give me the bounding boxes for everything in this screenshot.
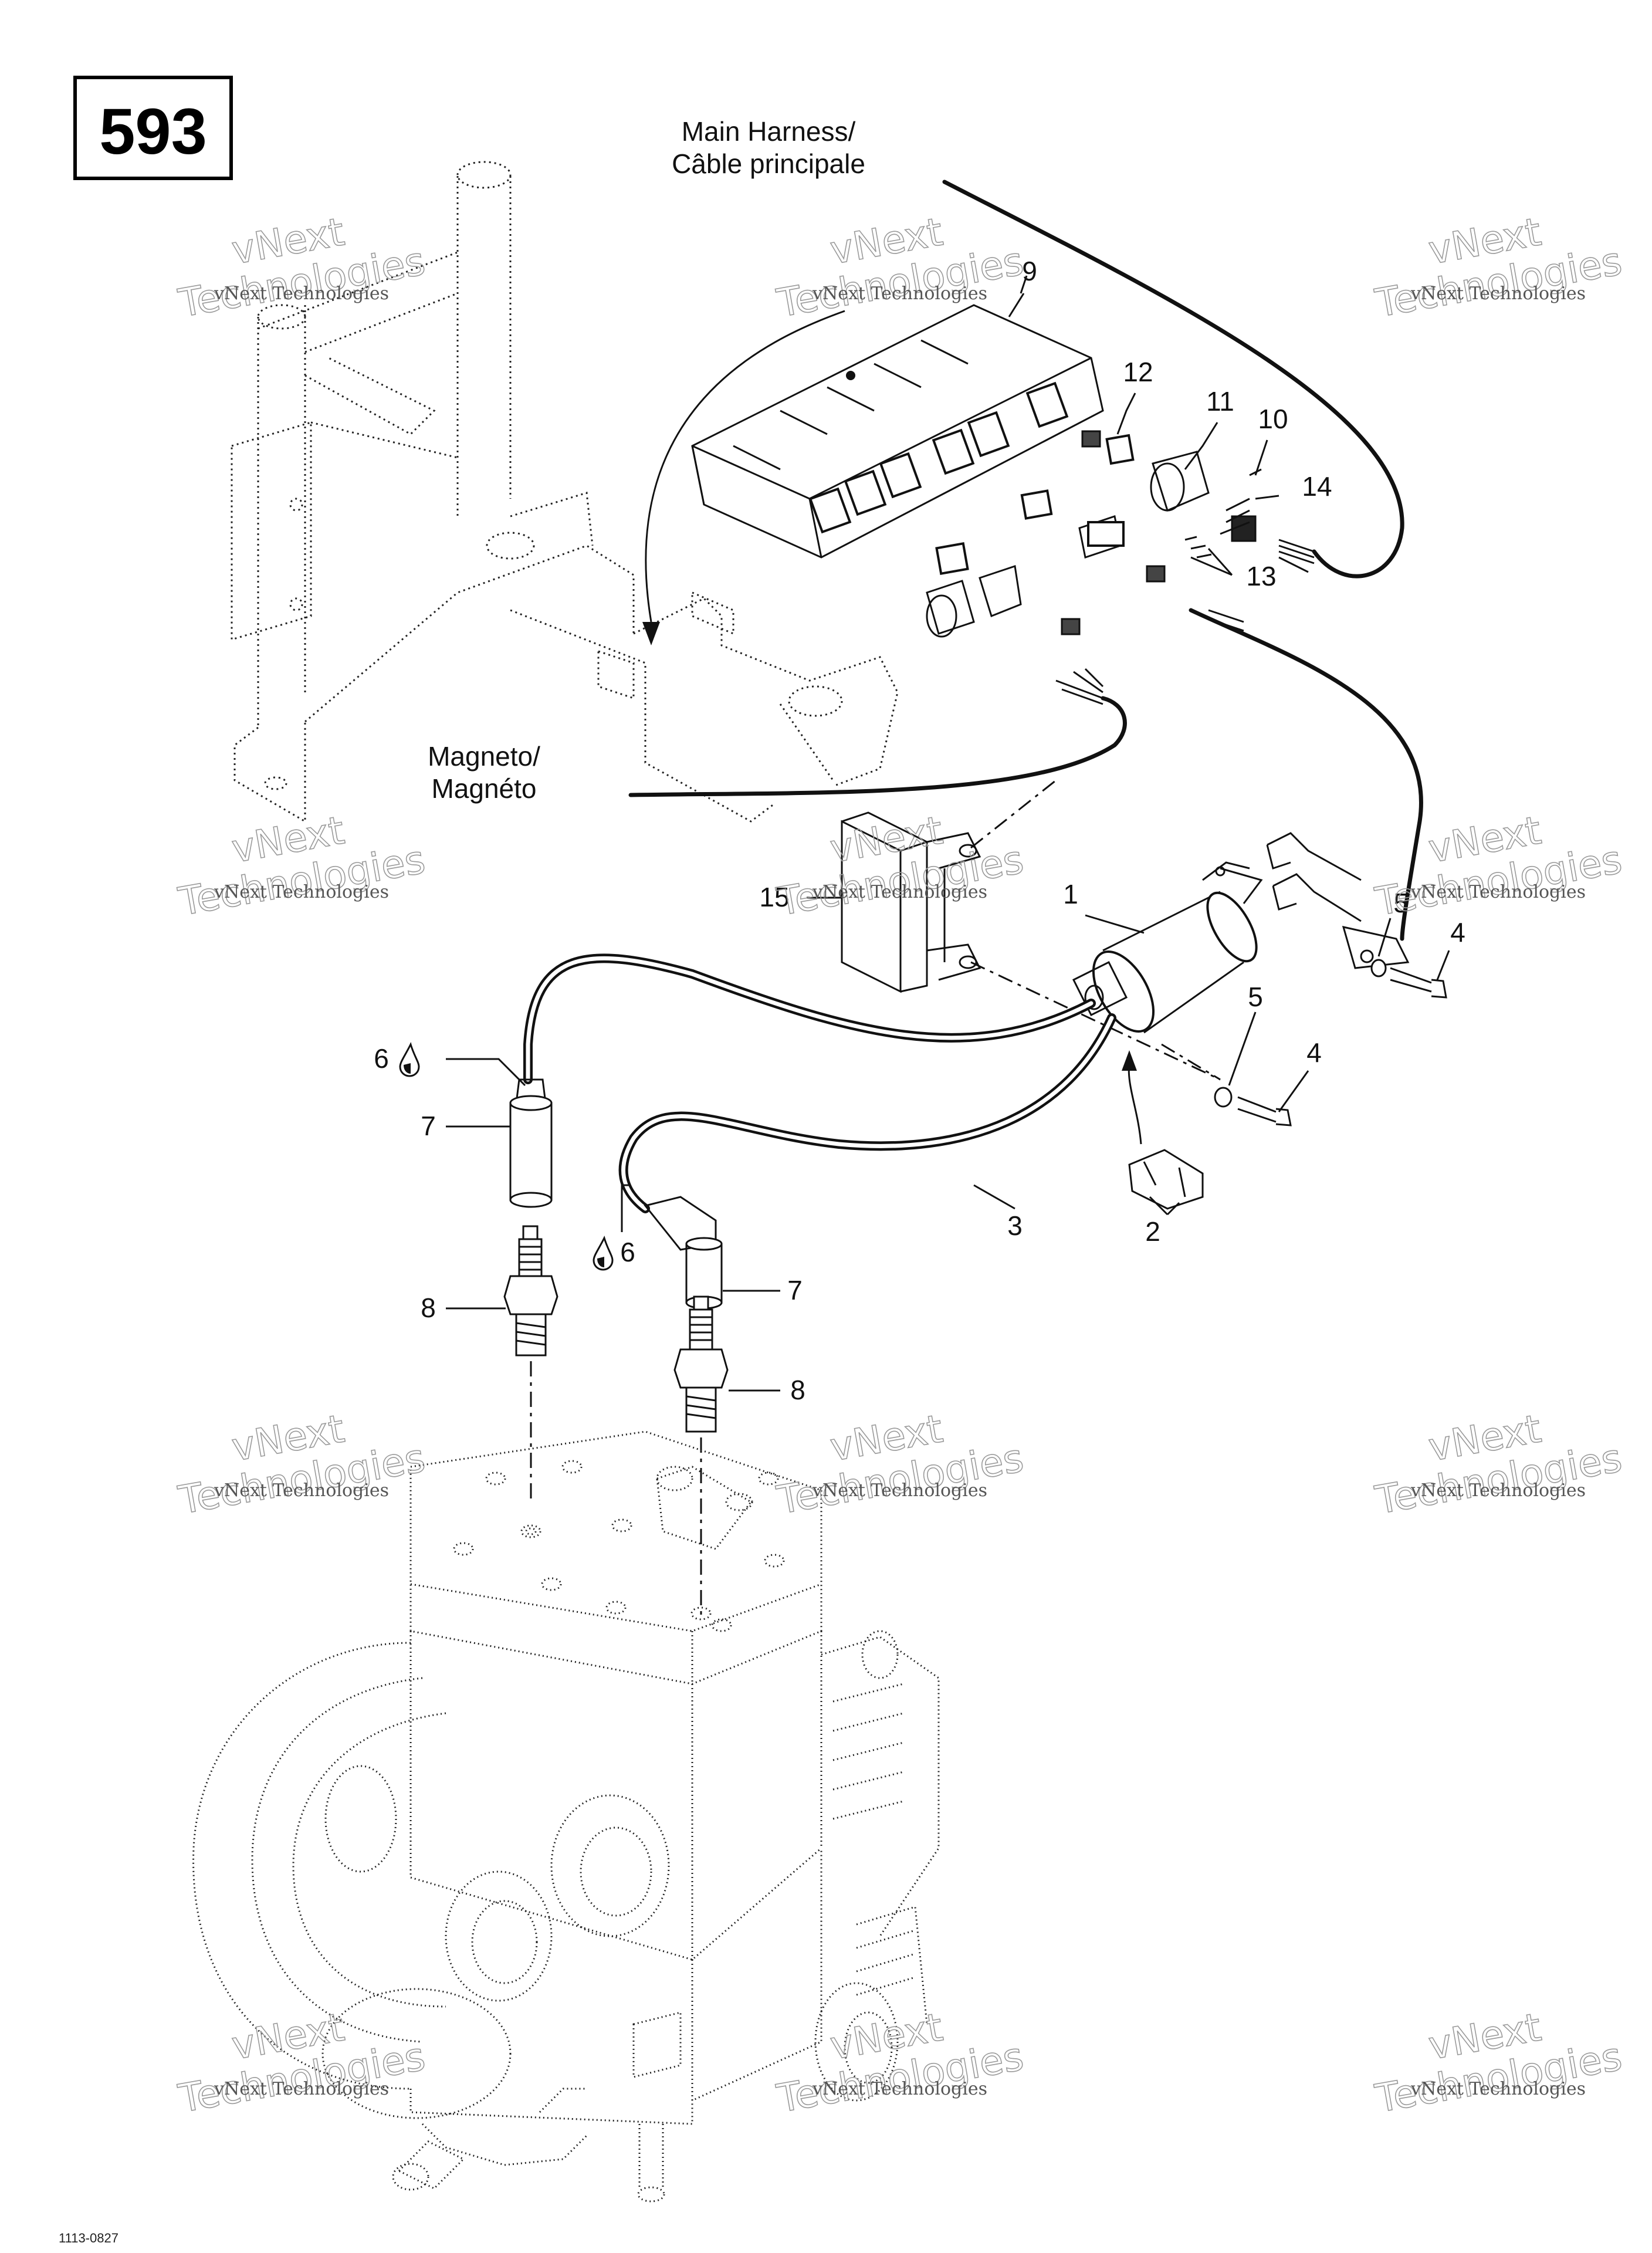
watermark: vNext Technologies vNext Technologies bbox=[175, 1406, 429, 1524]
coil-bracket-part-15 bbox=[841, 811, 981, 993]
part-label-9: 9 bbox=[1022, 256, 1037, 286]
cdi-module-part-9 bbox=[691, 304, 1104, 559]
washer-upper bbox=[1370, 959, 1387, 977]
watermark: vNext Technologies vNext Technologies bbox=[1372, 1406, 1626, 1524]
connector-parts bbox=[926, 430, 1262, 638]
svg-text:vNext Technologies: vNext Technologies bbox=[214, 1480, 389, 1501]
svg-text:vNext Technologies: vNext Technologies bbox=[214, 882, 389, 902]
svg-text:vNext Technologies: vNext Technologies bbox=[214, 2079, 389, 2099]
svg-text:vNext Technologies: vNext Technologies bbox=[1410, 1480, 1586, 1501]
watermark: vNext Technologies vNext Technologies bbox=[773, 2004, 1027, 2122]
ignition-coil-part-1 bbox=[1072, 861, 1263, 1034]
spark-plug-cap-right bbox=[644, 1196, 723, 1310]
watermark: vNext Technologies vNext Technologies bbox=[773, 1406, 1027, 1524]
screw-lower bbox=[1237, 1096, 1292, 1126]
part-label-3: 3 bbox=[1007, 1210, 1023, 1241]
svg-text:vNext Technologies: vNext Technologies bbox=[812, 283, 987, 304]
main-harness-label-en: Main Harness/ bbox=[682, 116, 856, 147]
footer-code: 1113-0827 bbox=[59, 2231, 119, 2245]
page-number-box: 593 bbox=[73, 76, 233, 180]
part-label-5-upper: 5 bbox=[1393, 888, 1409, 918]
main-harness-wire bbox=[942, 180, 1404, 579]
svg-text:vNext Technologies: vNext Technologies bbox=[1410, 2079, 1586, 2099]
watermark: vNext Technologies vNext Technologies bbox=[1372, 807, 1626, 925]
part-label-4-lower: 4 bbox=[1306, 1037, 1322, 1068]
frame-bracket-drawing bbox=[231, 161, 899, 823]
magneto-wire bbox=[628, 696, 1127, 797]
ht-cable-right bbox=[618, 1013, 1116, 1213]
spark-plug-right bbox=[673, 1295, 729, 1433]
part-label-7-right: 7 bbox=[787, 1275, 803, 1305]
magneto-label-en: Magneto/ bbox=[428, 741, 540, 772]
ground-wire bbox=[1189, 608, 1423, 941]
watermark: vNext Technologies vNext Technologies bbox=[1372, 2004, 1626, 2122]
coil-mount-line-top bbox=[970, 779, 1057, 849]
part-label-6-lower: 6 bbox=[593, 1235, 635, 1271]
part-label-1: 1 bbox=[1063, 879, 1078, 909]
part-label-8-right: 8 bbox=[790, 1375, 805, 1405]
magneto-label-fr: Magnéto bbox=[431, 773, 536, 804]
watermark: vNext Technologies vNext Technologies bbox=[175, 209, 429, 327]
svg-text:vNext Technologies: vNext Technologies bbox=[1410, 283, 1586, 304]
clamp-part-2 bbox=[1122, 1050, 1204, 1210]
svg-text:vNext Technologies: vNext Technologies bbox=[214, 283, 389, 304]
washer-lower bbox=[1214, 1087, 1233, 1108]
ground-terminals bbox=[1266, 832, 1410, 969]
svg-text:6: 6 bbox=[374, 1043, 389, 1074]
part-label-11: 11 bbox=[1206, 386, 1234, 417]
watermark: vNext Technologies vNext Technologies bbox=[175, 807, 429, 925]
page-number: 593 bbox=[99, 96, 207, 168]
ht-cable-left bbox=[523, 953, 1096, 1084]
main-harness-label-fr: Câble principale bbox=[672, 148, 865, 179]
part-label-5-lower: 5 bbox=[1248, 982, 1263, 1012]
spark-plug-cap-left bbox=[509, 1078, 553, 1208]
part-label-7-left: 7 bbox=[421, 1111, 436, 1141]
part-label-8-left: 8 bbox=[421, 1293, 436, 1323]
svg-text:vNext Technologies: vNext Technologies bbox=[812, 2079, 987, 2099]
watermarks: vNext Technologies vNext Technologies vN… bbox=[175, 209, 1626, 2122]
svg-text:vNext Technologies: vNext Technologies bbox=[1410, 882, 1586, 902]
engine-drawing bbox=[192, 1430, 940, 2203]
part-label-4-upper: 4 bbox=[1450, 917, 1465, 948]
part-label-2: 2 bbox=[1145, 1216, 1160, 1247]
mounting-arrow bbox=[645, 310, 845, 623]
part-label-15: 15 bbox=[759, 882, 789, 912]
watermark: vNext Technologies vNext Technologies bbox=[175, 2004, 429, 2122]
svg-text:vNext Technologies: vNext Technologies bbox=[812, 1480, 987, 1501]
part-label-14: 14 bbox=[1302, 471, 1332, 502]
watermark: vNext Technologies vNext Technologies bbox=[773, 209, 1027, 327]
spark-plug-left bbox=[503, 1225, 558, 1356]
watermark: vNext Technologies vNext Technologies bbox=[1372, 209, 1626, 327]
svg-text:vNext Technologies: vNext Technologies bbox=[812, 882, 987, 902]
part-label-13: 13 bbox=[1246, 561, 1276, 591]
svg-text:6: 6 bbox=[620, 1237, 635, 1267]
part-label-6-upper: 6 bbox=[374, 1041, 420, 1077]
part-label-12: 12 bbox=[1123, 357, 1153, 387]
part-label-10: 10 bbox=[1258, 404, 1288, 434]
screw-upper bbox=[1390, 967, 1447, 999]
leader-lines bbox=[446, 275, 1450, 1392]
